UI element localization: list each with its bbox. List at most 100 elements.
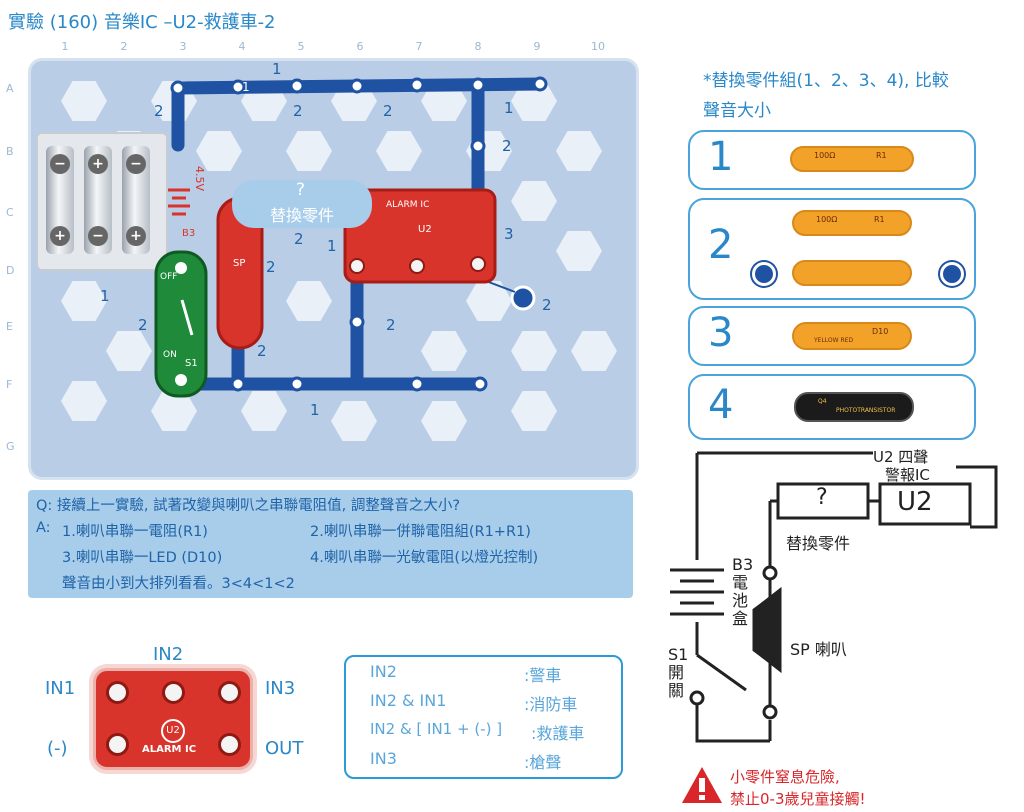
pin-in3-label: IN3 [265, 678, 296, 699]
wire-count: 2 [386, 316, 396, 334]
grid-col-label: 4 [238, 40, 246, 53]
replace-question-mark: ? [296, 180, 306, 200]
wire-count: 1 [504, 99, 514, 117]
grid-col-label: 3 [179, 40, 187, 53]
battery-voltage-label: 4.5V [193, 165, 207, 192]
snap-connector [752, 262, 776, 286]
sound-pins: IN3 [370, 749, 397, 768]
ic-name-label: ALARM IC [386, 200, 430, 210]
answer-3: 3.喇叭串聯一LED (D10) [62, 550, 223, 566]
wire-count: 2 [502, 137, 512, 155]
alarm-ic-pinout: U2 ALARM IC [93, 668, 253, 770]
replace-title-line2: 聲音大小 [703, 101, 771, 121]
sound-mode-table: IN2 :警車 IN2 & IN1 :消防車 IN2 & [ IN1 + (-)… [344, 655, 623, 779]
part-value: 100Ω [816, 215, 838, 224]
grid-col-label: 7 [415, 40, 423, 53]
wire-count: 2 [293, 102, 303, 120]
pin-in1-label: IN1 [45, 678, 76, 699]
wire-count: 1 [327, 237, 337, 255]
battery-id-label: B3 [182, 228, 196, 239]
grid-col-label: 10 [591, 40, 605, 53]
sound-name: :槍聲 [524, 753, 562, 772]
part-id: Q4 [818, 398, 827, 405]
circuit-wiring [154, 76, 548, 398]
part-id: R1 [874, 215, 885, 224]
option-number: 4 [708, 382, 734, 428]
schematic-battery-label: B3 電 池 盒 [732, 555, 754, 628]
led-part: D10 YELLOW RED [792, 322, 912, 350]
resistor-part: 100Ω R1 [790, 146, 914, 172]
answer-prefix: A: [36, 520, 51, 536]
sound-pins: IN2 & IN1 [370, 691, 447, 710]
schematic-switch-label: S1 開 關 [668, 645, 689, 700]
grid-row-label: B [6, 145, 14, 158]
sound-name: :救護車 [531, 724, 585, 743]
part-id: YELLOW RED [814, 337, 854, 344]
part-value: D10 [872, 327, 889, 336]
grid-col-label: 8 [474, 40, 482, 53]
answer-summary: 聲音由小到大排列看看。3<4<1<2 [62, 576, 295, 592]
answer-1: 1.喇叭串聯一電阻(R1) [62, 524, 208, 540]
schematic-speaker-label: SP 喇叭 [790, 640, 847, 659]
replace-option-2: 2 100Ω R1 [688, 198, 976, 300]
wire-count: 2 [154, 102, 164, 120]
schematic-u2-label2: 警報IC [885, 466, 930, 484]
schematic-diagram [670, 451, 998, 743]
schematic-u2-label1: U2 四聲 [873, 446, 929, 467]
replace-title-line1: *替換零件組(1、2、3、4), 比較 [703, 71, 949, 91]
schematic-replace-mark: ? [816, 485, 828, 510]
grid-col-label: 6 [356, 40, 364, 53]
ic-id-label: U2 [418, 224, 432, 235]
grid-row-label: E [6, 320, 13, 333]
wire-count: 1 [310, 401, 320, 419]
phototransistor-part: Q4 PHOTOTRANSISTOR [794, 392, 914, 422]
grid-row-label: F [6, 378, 13, 391]
pin-in2-label: IN2 [153, 644, 184, 665]
grid-col-label: 5 [297, 40, 305, 53]
snap-connector [940, 262, 964, 286]
part-id: R1 [876, 151, 887, 160]
chip-id-label: U2 [161, 719, 185, 743]
option-number: 2 [708, 222, 734, 268]
speaker-id-label: SP [233, 258, 246, 269]
replace-option-1: 1 100Ω R1 [688, 130, 976, 190]
part-value: 100Ω [814, 151, 836, 160]
answer-4: 4.喇叭串聯一光敏電阻(以燈光控制) [310, 550, 539, 566]
warning-line1: 小零件窒息危險, [730, 768, 840, 786]
grid-col-label: 2 [120, 40, 128, 53]
battery-holder: −+ +− −+ [36, 132, 168, 271]
page-title: 實驗 (160) 音樂IC –U2-救護車-2 [8, 12, 276, 33]
chip-name-label: ALARM IC [142, 744, 197, 755]
resistor-part: 100Ω R1 [792, 210, 912, 236]
sound-pins: IN2 & [ IN1 + (-) ] [370, 720, 503, 738]
wire-count: 3 [504, 225, 514, 243]
schematic-u2-box-label: U2 [897, 487, 933, 517]
wire-count: 2 [294, 230, 304, 248]
wire-count: 2 [383, 102, 393, 120]
grid-row-label: C [6, 206, 14, 219]
pin-out-label: OUT [265, 738, 304, 759]
question-answer-box: Q: 接續上一實驗, 試著改變與喇叭之串聯電阻值, 調整聲音之大小? A: 1.… [28, 490, 633, 598]
question-text: Q: 接續上一實驗, 試著改變與喇叭之串聯電阻值, 調整聲音之大小? [36, 498, 461, 514]
schematic-replace-label: 替換零件 [786, 534, 851, 553]
warning-icon [682, 767, 722, 803]
wire-count: 1 [100, 287, 110, 305]
sound-pins: IN2 [370, 662, 397, 681]
part-value: PHOTOTRANSISTOR [836, 407, 896, 414]
wire-count: 2 [257, 342, 267, 360]
resistor-part [792, 260, 912, 286]
replace-option-4: 4 Q4 PHOTOTRANSISTOR [688, 374, 976, 440]
grid-col-label: 9 [533, 40, 541, 53]
switch-off-label: OFF [160, 272, 178, 282]
grid-row-label: D [6, 264, 15, 277]
switch-on-label: ON [163, 350, 177, 360]
wire-count: 2 [266, 258, 276, 276]
sound-name: :消防車 [524, 695, 578, 714]
option-number: 3 [708, 310, 734, 356]
wire-count: 1 [242, 80, 250, 94]
replace-option-3: 3 D10 YELLOW RED [688, 306, 976, 366]
replace-part-label: 替換零件 [270, 206, 335, 225]
grid-row-label: G [6, 440, 15, 453]
wire-count: 2 [542, 296, 552, 314]
sound-name: :警車 [524, 666, 562, 685]
